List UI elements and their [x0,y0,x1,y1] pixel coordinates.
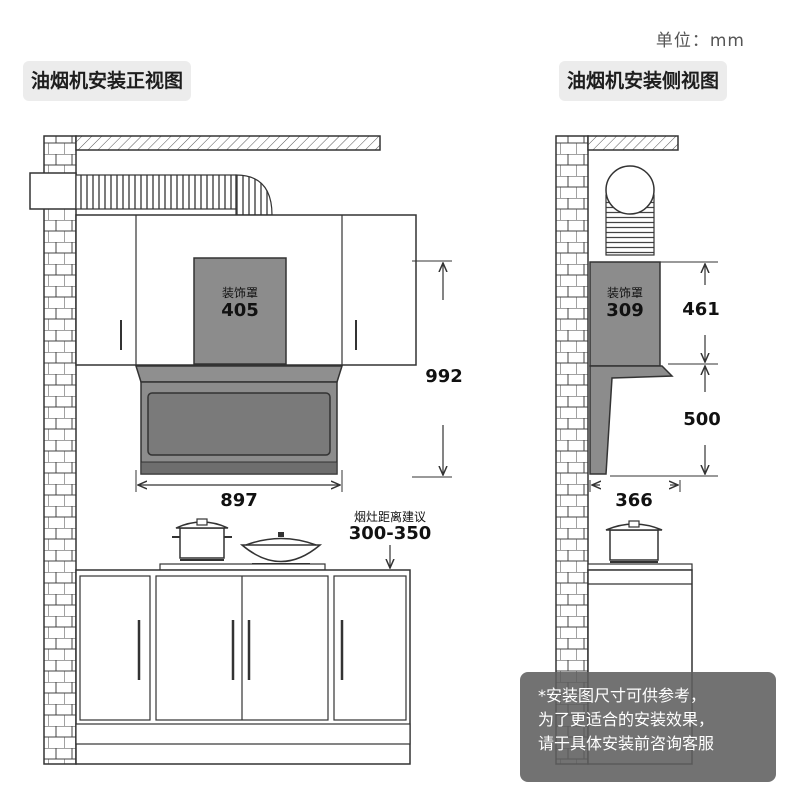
front-pot [172,518,232,561]
side-cover-height: 461 [682,299,720,320]
note-line: 请于具体安装前咨询客服 [538,734,715,753]
front-duct-outlet [29,172,77,210]
disclaimer-note: *安装图尺寸可供参考， 为了更适合的安装效果， 请于具体安装前咨询客服 [520,672,776,782]
stove-distance-value: 300-350 [348,523,432,544]
front-flex-duct [75,174,237,210]
stove-distance-label: 烟灶距离建议 [353,510,426,524]
side-hood-profile [589,365,674,475]
front-wok [239,532,323,565]
front-total-height: 992 [425,366,463,387]
front-view-title: 油烟机安装正视图 [23,61,192,101]
front-hood-panel [147,392,331,456]
side-hood-height: 500 [683,409,721,430]
side-hood-depth: 366 [615,490,653,511]
unit-label: 单位：mm [655,31,745,51]
side-wall [555,135,589,765]
side-view [555,135,718,765]
side-decorative-cover [589,261,661,367]
side-cover-depth: 309 [606,300,644,321]
note-line: 为了更适合的安装效果， [538,710,715,729]
front-cover-width: 405 [221,300,259,321]
side-duct-end [605,165,655,215]
front-ceiling [75,135,381,151]
front-wall [43,135,77,765]
front-hood-width: 897 [220,490,258,511]
note-line: *安装图尺寸可供参考， [538,686,707,705]
side-cover-label: 装饰罩 [606,286,643,300]
side-view-title: 油烟机安装侧视图 [559,61,728,101]
front-cover-label: 装饰罩 [221,286,258,300]
front-decorative-cover [193,257,287,365]
side-pot [605,520,663,563]
front-view [29,135,452,765]
side-ceiling [587,135,679,151]
front-hood-top [134,365,344,383]
